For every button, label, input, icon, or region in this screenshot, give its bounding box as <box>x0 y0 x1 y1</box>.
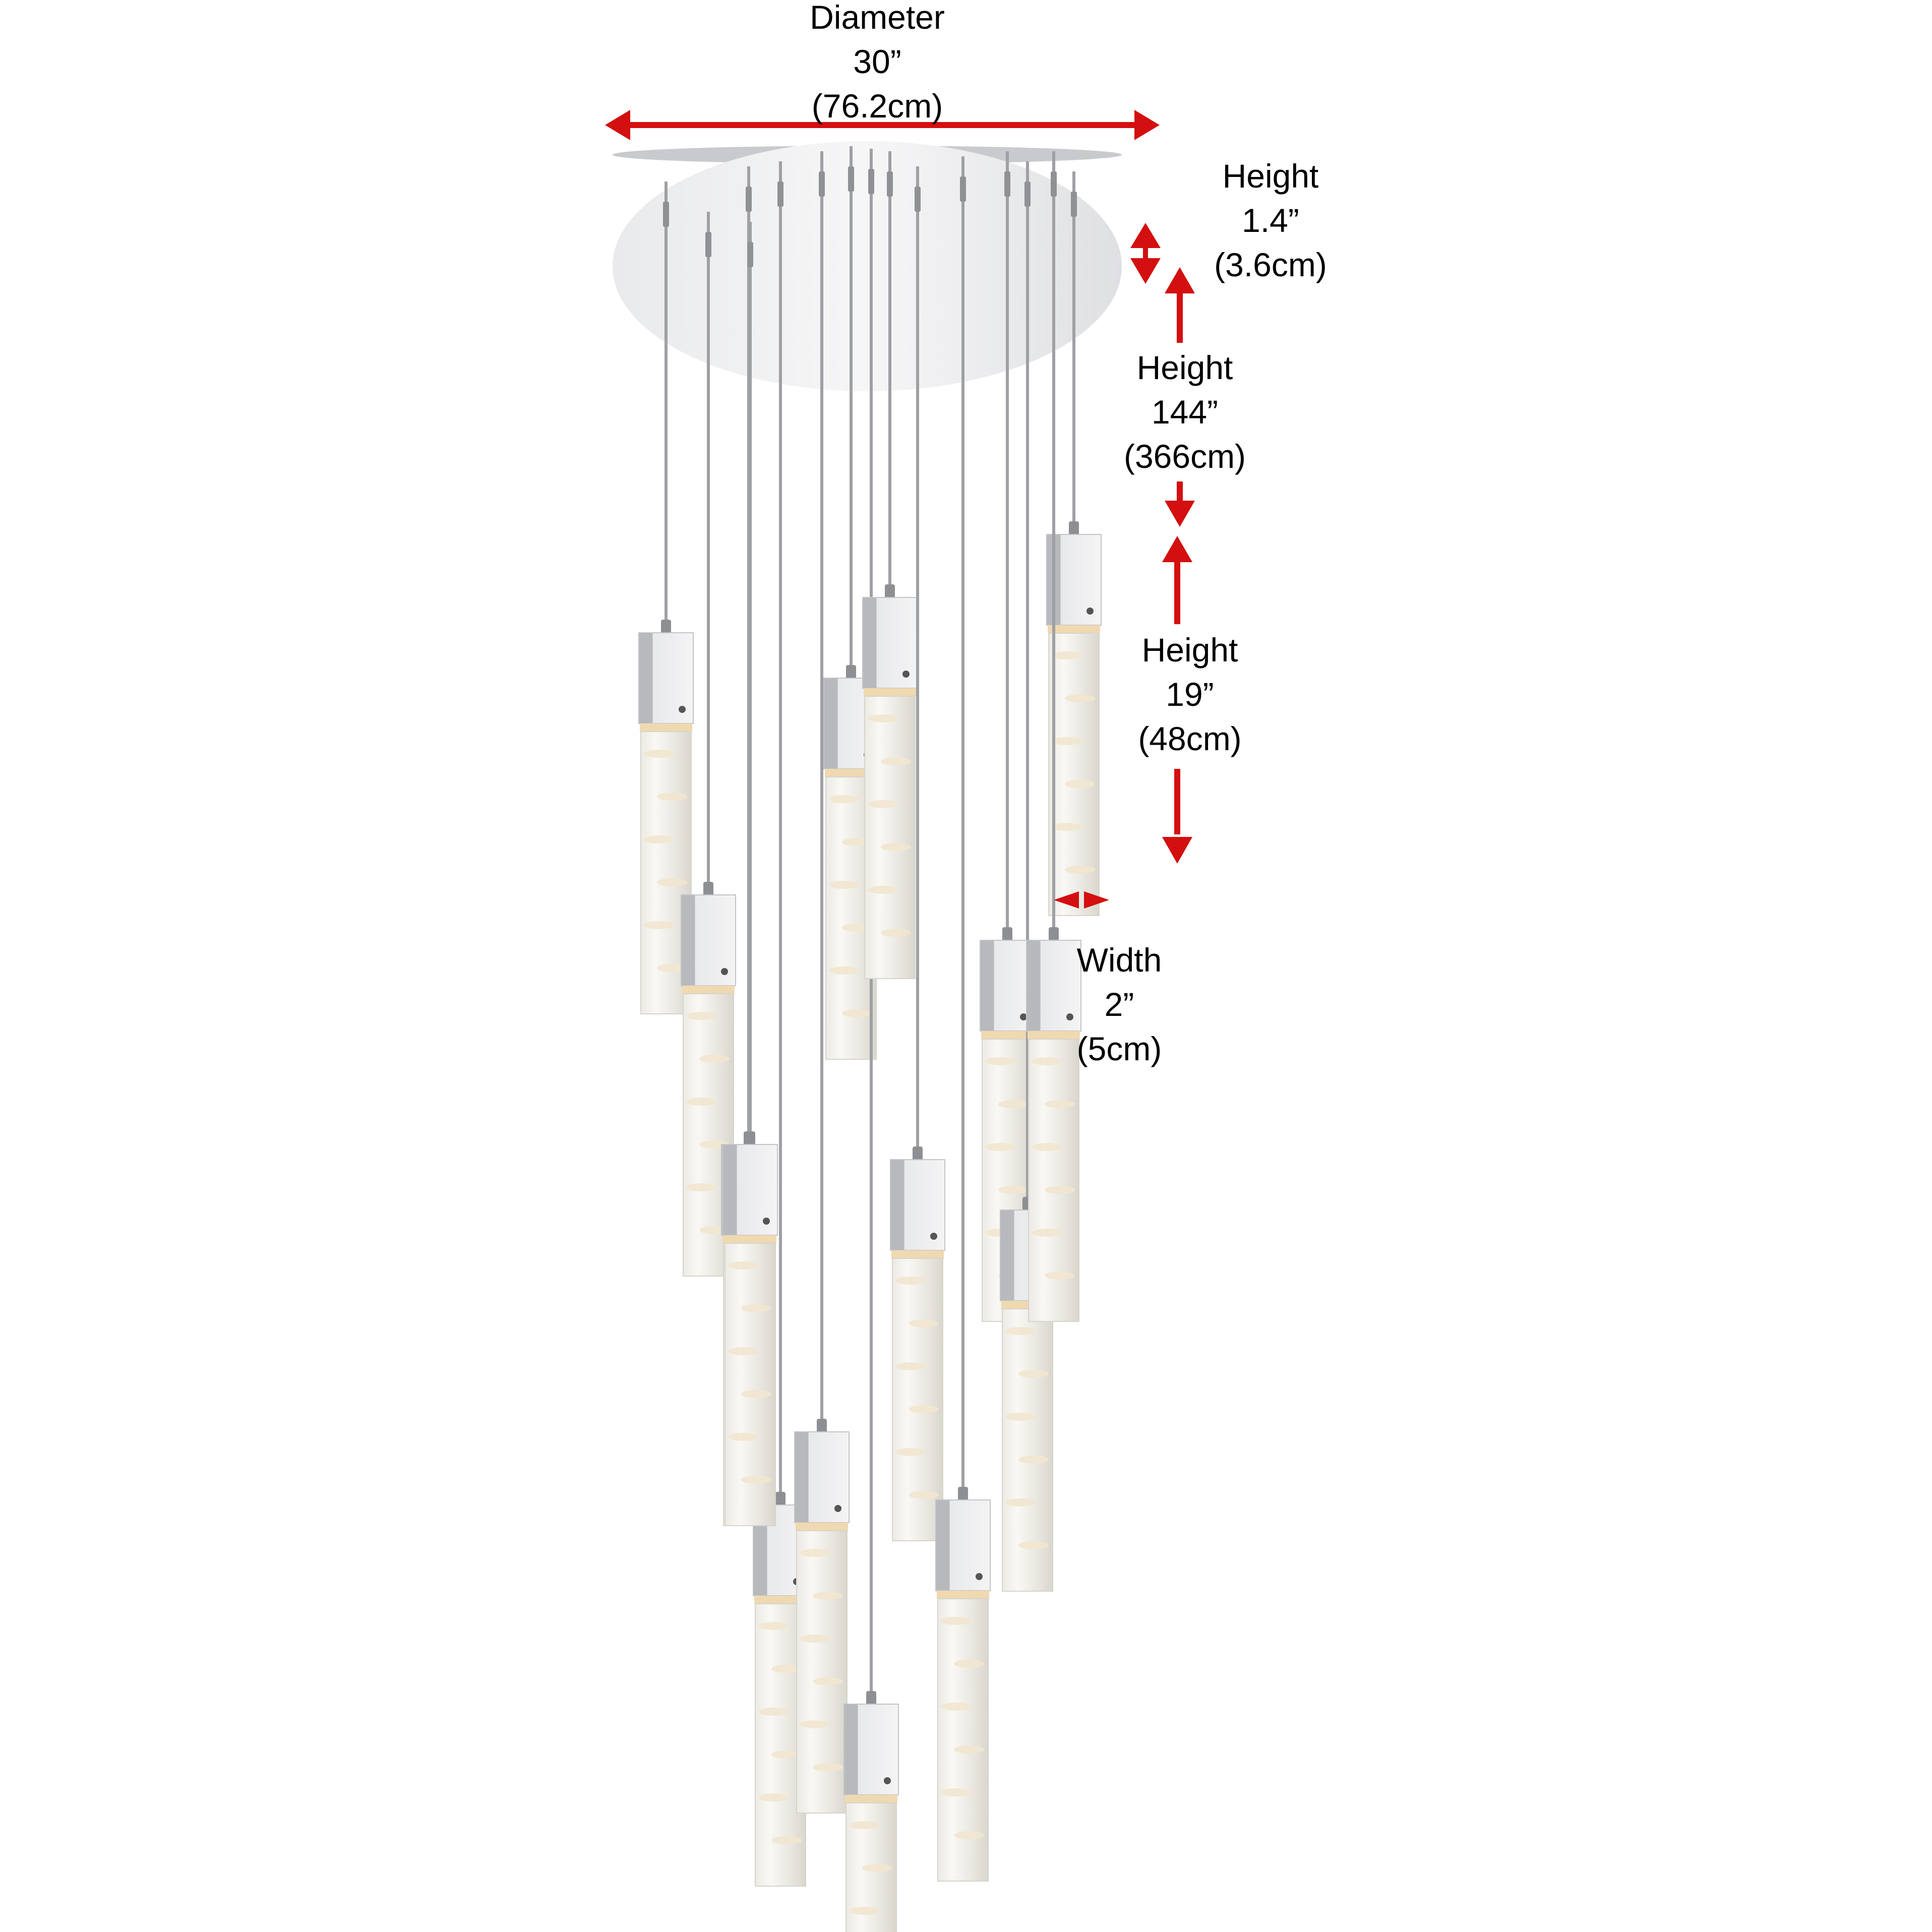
cable-connector-icon <box>819 171 825 197</box>
diameter-metric: (76.2cm) <box>811 87 943 125</box>
diameter-title: Diameter <box>810 0 945 36</box>
pendant <box>1046 171 1102 916</box>
pendant-height-imperial: 19” <box>1166 676 1214 713</box>
overall-height-title: Height <box>1136 349 1233 386</box>
pendant-width-arrow-icon <box>1054 891 1109 909</box>
pendant-width-label: Width 2” (5cm) <box>1049 938 1190 1071</box>
pendant <box>1026 151 1081 1322</box>
cable-connector-icon <box>1071 192 1077 217</box>
overall-height-label: Height 144” (366cm) <box>1099 345 1271 478</box>
pendant <box>722 222 778 1526</box>
pendant <box>890 166 945 1541</box>
cable-connector-icon <box>1051 171 1057 197</box>
pendant-width-imperial: 2” <box>1104 986 1134 1023</box>
overall-height-metric: (366cm) <box>1123 438 1246 475</box>
canopy-height-label: Height 1.4” (3.6cm) <box>1180 154 1361 287</box>
cable-connector-icon <box>747 242 753 267</box>
pendant <box>862 151 918 979</box>
overall-height-arrow-icon <box>1165 267 1195 527</box>
pendant-height-metric: (48cm) <box>1138 720 1242 757</box>
pendant <box>843 149 899 1932</box>
diameter-label: Diameter 30” (76.2cm) <box>776 0 978 128</box>
canopy <box>613 141 1122 391</box>
cable-connector-icon <box>868 169 874 194</box>
cable-connector-icon <box>777 182 783 207</box>
diameter-imperial: 30” <box>853 43 901 80</box>
cable-connector-icon <box>848 166 854 192</box>
cable-connector-icon <box>663 202 669 227</box>
pendant <box>980 151 1035 1322</box>
cable-connector-icon <box>915 187 921 212</box>
canopy-height-title: Height <box>1222 157 1319 195</box>
cable-connector-icon <box>746 187 752 212</box>
canopy-height-metric: (3.6cm) <box>1214 246 1327 283</box>
diameter-arrow-icon <box>605 110 1160 140</box>
pendant-height-title: Height <box>1141 631 1238 669</box>
pendant-height-arrow-icon <box>1162 536 1192 864</box>
cable-connector-icon <box>1024 182 1031 207</box>
canopy-height-imperial: 1.4” <box>1242 202 1299 239</box>
canopy-height-arrow-icon <box>1130 223 1161 284</box>
pendant <box>794 151 850 1814</box>
cable-connector-icon <box>960 176 966 202</box>
pendant-height-label: Height 19” (48cm) <box>1109 628 1271 761</box>
overall-height-imperial: 144” <box>1151 393 1219 431</box>
pendant-width-metric: (5cm) <box>1076 1030 1162 1067</box>
cable-connector-icon <box>1004 171 1010 197</box>
cable-connector-icon <box>887 171 893 197</box>
pendant-width-title: Width <box>1076 941 1162 979</box>
cable-connector-icon <box>705 232 711 257</box>
pendant <box>935 156 991 1882</box>
pendants-group <box>638 146 1102 1932</box>
